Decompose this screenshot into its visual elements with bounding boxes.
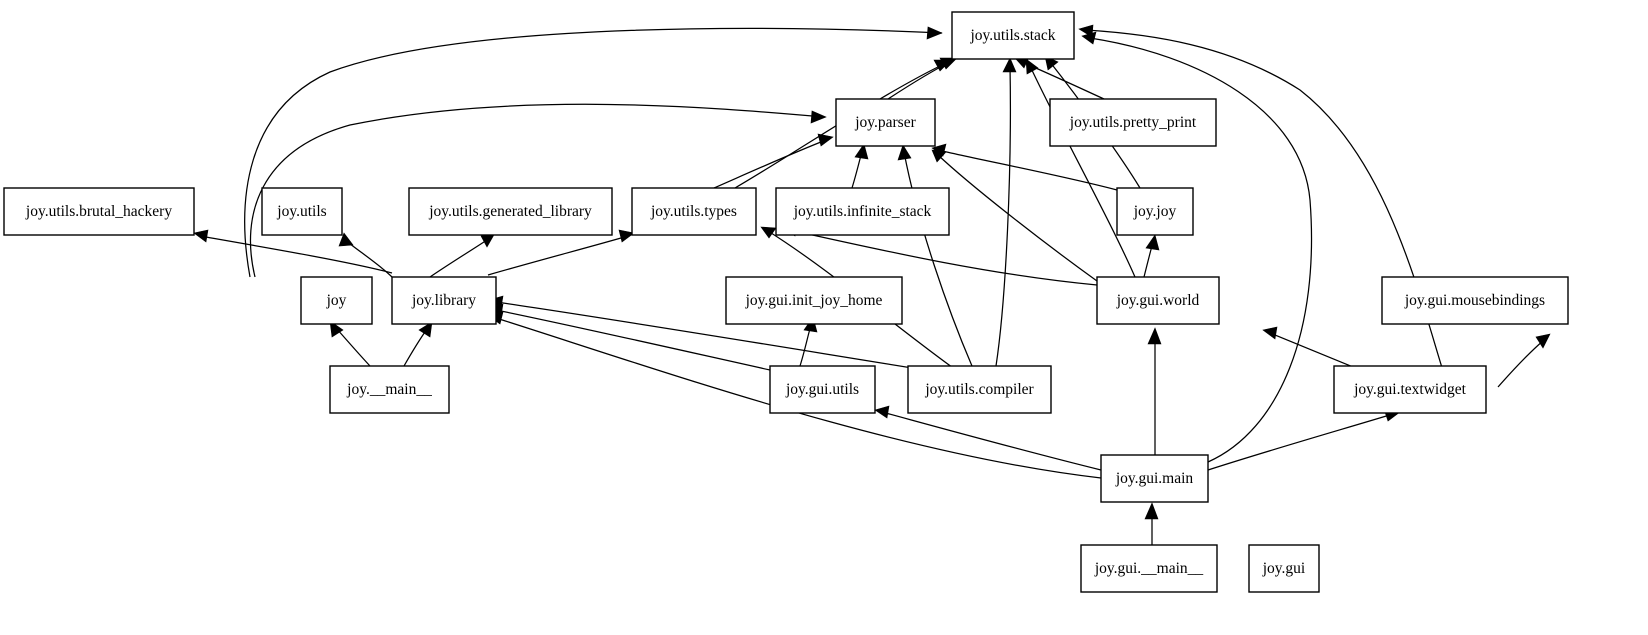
edge-joy-utils-compiler-to-joy-parser	[897, 144, 973, 367]
node-label: joy.gui.textwidget	[1353, 381, 1466, 398]
node-label: joy.gui	[1262, 560, 1306, 577]
node-joy[interactable]: joy	[300, 276, 373, 325]
node-joy-utils-types[interactable]: joy.utils.types	[631, 187, 757, 236]
edge-joy-gui-main-to-joy-utils-stack	[1081, 31, 1313, 463]
node-label: joy.utils.generated_library	[428, 203, 592, 220]
node-joy-utils-infinite-stack[interactable]: joy.utils.infinite_stack	[775, 187, 950, 236]
edge-joy-gui-main-to-joy-gui-textwidget	[1207, 408, 1401, 471]
node-joy-library[interactable]: joy.library	[391, 276, 497, 325]
node-joy-gui-main-module[interactable]: joy.gui.__main__	[1080, 544, 1218, 593]
node-label: joy.utils.infinite_stack	[793, 203, 932, 220]
edge-joy-gui-main-to-joy-gui-utils	[874, 405, 1102, 471]
node-label: joy.utils.compiler	[924, 381, 1034, 398]
edge-joy-library-to-joy-utils	[338, 232, 393, 278]
node-joy-parser[interactable]: joy.parser	[835, 98, 936, 147]
node-label: joy.gui.init_joy_home	[745, 292, 883, 309]
edge-joy-gui-main-module-to-joy-gui-main	[1144, 502, 1159, 545]
node-label: joy.utils.stack	[969, 27, 1055, 44]
node-joy-joy[interactable]: joy.joy	[1116, 187, 1194, 236]
node-label: joy.gui.main	[1115, 470, 1194, 487]
edge-joy-library-to-joy-utils-brutal-hackery	[193, 229, 393, 274]
node-joy-utils-compiler[interactable]: joy.utils.compiler	[907, 365, 1052, 414]
edge-joy-utils-compiler-to-joy-utils-stack	[995, 57, 1017, 367]
node-label: joy.gui.mousebindings	[1404, 292, 1545, 309]
node-label: joy.utils.brutal_hackery	[25, 203, 172, 220]
node-joy-gui[interactable]: joy.gui	[1248, 544, 1320, 593]
edge-joy-library-to-joy-utils-generated-library	[429, 232, 496, 278]
edge-joy-gui-main-to-joy-gui-world	[1147, 327, 1162, 456]
edge-joy-library-to-joy-utils-stack	[244, 26, 943, 278]
node-label: joy.joy	[1133, 203, 1177, 220]
node-joy-main-module[interactable]: joy.__main__	[329, 365, 450, 414]
node-joy-utils-brutal-hackery[interactable]: joy.utils.brutal_hackery	[3, 187, 195, 236]
node-label: joy	[326, 292, 347, 309]
edge-joy-gui-world-to-joy-utils-stack	[1025, 58, 1136, 278]
node-label: joy.library	[411, 292, 476, 309]
node-label: joy.gui.world	[1116, 292, 1200, 309]
edge-joy-main-module-to-joy-library	[403, 321, 433, 367]
node-joy-gui-world[interactable]: joy.gui.world	[1096, 276, 1220, 325]
node-label: joy.utils.types	[650, 203, 737, 220]
edge-joy-main-module-to-joy	[329, 320, 371, 367]
node-joy-utils[interactable]: joy.utils	[261, 187, 343, 236]
node-joy-gui-main[interactable]: joy.gui.main	[1100, 454, 1209, 503]
edge-joy-gui-world-to-joy-joy	[1143, 234, 1160, 278]
edge-joy-gui-textwidget-to-joy-gui-mousebindings	[1497, 333, 1551, 388]
edge-joy-library-to-joy-parser	[249, 103, 827, 278]
edge-joy-library-to-joy-utils-types	[487, 229, 635, 276]
node-joy-gui-mousebindings[interactable]: joy.gui.mousebindings	[1381, 276, 1569, 325]
node-label: joy.gui.__main__	[1094, 560, 1204, 577]
node-joy-utils-pretty-print[interactable]: joy.utils.pretty_print	[1049, 98, 1217, 147]
edge-joy-gui-world-to-joy-parser	[931, 149, 1098, 282]
edge-joy-utils-infinite-stack-to-joy-parser	[851, 143, 869, 189]
node-joy-utils-stack[interactable]: joy.utils.stack	[951, 11, 1075, 60]
node-label: joy.utils.pretty_print	[1069, 114, 1197, 131]
node-joy-utils-generated-library[interactable]: joy.utils.generated_library	[408, 187, 613, 236]
node-label: joy.utils	[276, 203, 326, 220]
edge-joy-utils-types-to-joy-parser	[713, 133, 834, 189]
node-joy-gui-textwidget[interactable]: joy.gui.textwidget	[1333, 365, 1487, 414]
node-label: joy.parser	[854, 114, 916, 131]
node-joy-gui-init-joy-home[interactable]: joy.gui.init_joy_home	[725, 276, 903, 325]
node-label: joy.__main__	[346, 381, 432, 398]
node-joy-gui-utils[interactable]: joy.gui.utils	[769, 365, 876, 414]
node-label: joy.gui.utils	[785, 381, 859, 398]
